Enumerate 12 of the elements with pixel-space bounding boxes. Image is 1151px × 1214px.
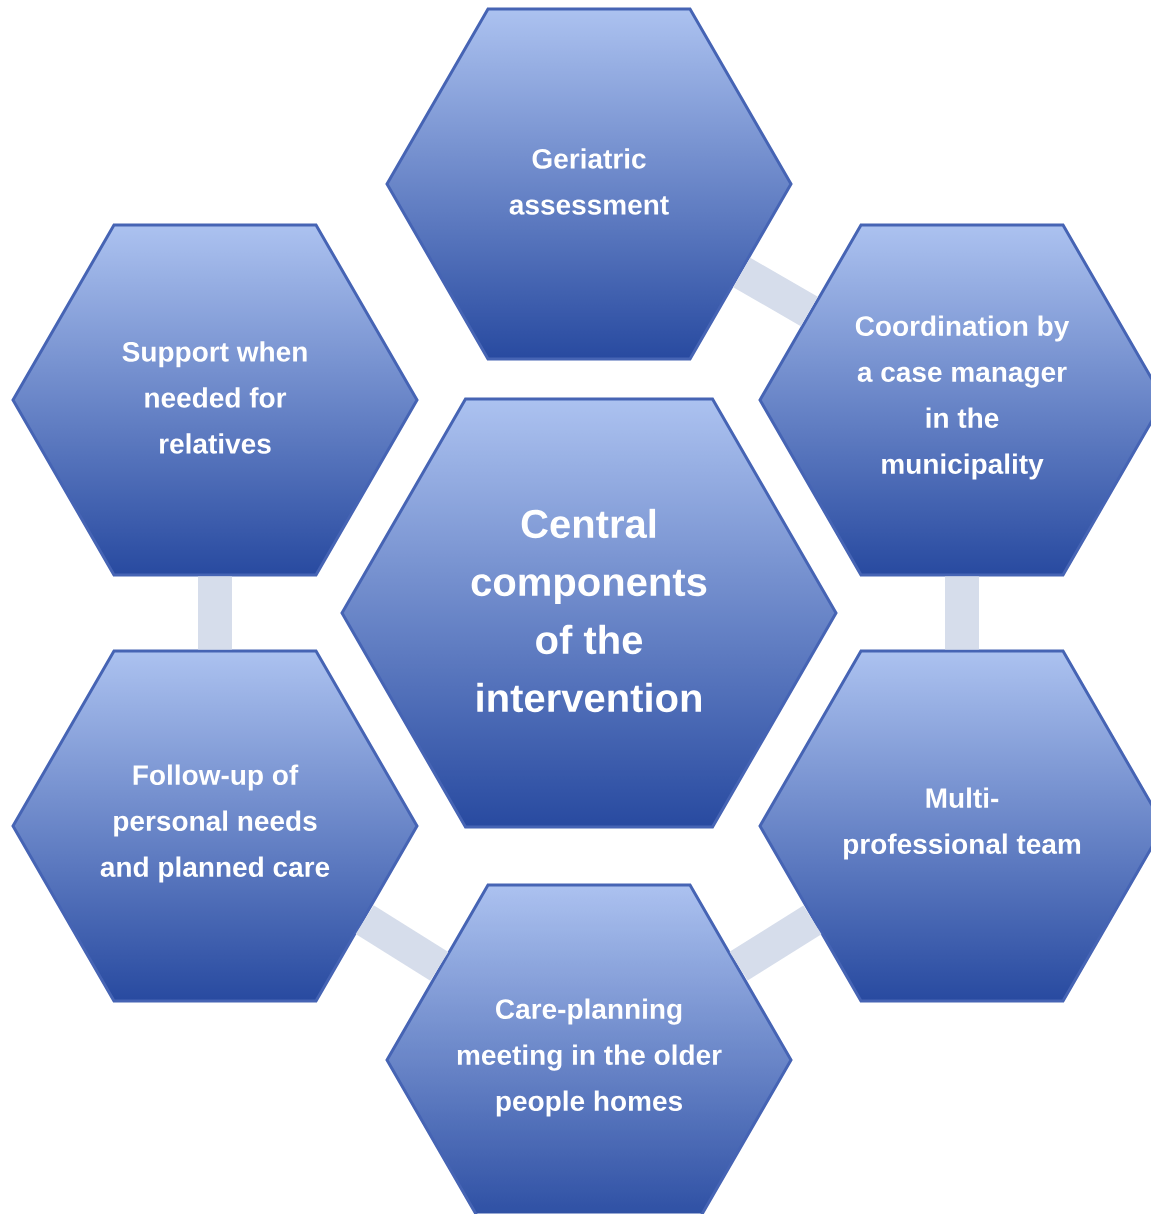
connector-band <box>733 257 818 327</box>
connector-band <box>729 905 822 981</box>
hexagon: Central components of the intervention <box>340 397 838 829</box>
connector-band <box>355 905 449 981</box>
hexagon: Care-planning meeting in the older people homes <box>385 883 793 1214</box>
hexagon: Support when needed for relatives <box>11 223 419 577</box>
hexagon: Coordination by a case manager in the municipality <box>758 223 1151 577</box>
hexagon: Multi-professional team <box>758 649 1151 1003</box>
connector-band <box>198 576 232 650</box>
hexagon: Geriatric assessment <box>385 7 793 361</box>
connector-band <box>945 576 979 650</box>
hexagon: Follow-up of personal needs and planned care <box>11 649 419 1003</box>
